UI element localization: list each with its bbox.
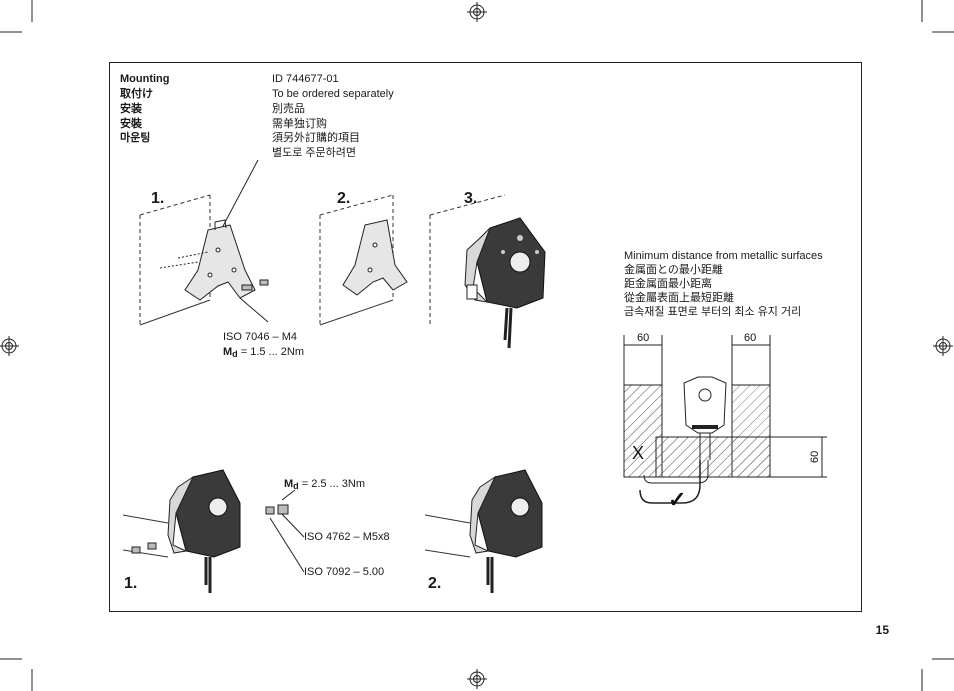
distance-zh-cn: 距金属面最小距离 xyxy=(624,278,712,290)
registration-mark-left xyxy=(0,336,19,356)
registration-mark-bottom xyxy=(467,669,487,689)
detail-ja: 別売品 xyxy=(272,103,305,115)
detail-zh-cn: 需单独订购 xyxy=(272,118,327,130)
torque-top: Md = 1.5 ... 2Nm xyxy=(223,346,305,359)
registration-mark-right xyxy=(933,336,953,356)
metal-left xyxy=(623,384,663,478)
distance-zh-tw: 從金屬表面上最短距離 xyxy=(624,292,734,304)
label-mounting: Mounting xyxy=(120,73,170,85)
registration-mark-top xyxy=(467,2,487,22)
wrong-mark: X xyxy=(632,443,644,463)
screw-bottom-spec2: ISO 7092 – 5.00 xyxy=(304,566,385,578)
detail-zh-tw: 須另外訂購的項目 xyxy=(272,132,360,144)
detail-en: To be ordered separately xyxy=(272,88,394,100)
distance-ja: 金属面との最小距離 xyxy=(624,264,723,276)
screw-top-spec: ISO 7046 – M4 xyxy=(223,331,297,343)
torque-bottom: Md = 2.5 ... 3Nm xyxy=(284,478,366,491)
label-ko: 마운팅 xyxy=(120,132,151,144)
step-top-1: 1. xyxy=(151,190,165,207)
illustration-step1-bracket xyxy=(139,194,269,326)
dim-left: 60 xyxy=(637,332,649,344)
distance-ko: 금속재질 표면로 부터의 최소 유지 거리 xyxy=(624,306,802,318)
step-bottom-1: 1. xyxy=(124,575,138,592)
illustration-bottom-step1 xyxy=(122,469,289,593)
step-bottom-2: 2. xyxy=(428,575,442,592)
label-zh-cn: 安装 xyxy=(120,103,142,115)
illustration-step3-device xyxy=(429,194,546,349)
detail-ko: 별도로 주문하려면 xyxy=(272,147,357,159)
right-mark: ✓ xyxy=(668,487,686,512)
dim-vertical: 60 xyxy=(809,451,821,463)
screw-bottom-spec1: ISO 4762 – M5x8 xyxy=(304,531,390,543)
detail-id: ID 744677-01 xyxy=(272,73,339,85)
illustration-step2-bracket xyxy=(319,194,408,326)
page-number: 15 xyxy=(875,623,889,637)
distance-diagram: X ✓ 60 60 60 xyxy=(623,332,827,512)
dim-right: 60 xyxy=(744,332,756,344)
distance-en: Minimum distance from metallic surfaces xyxy=(624,250,823,262)
illustration-bottom-step2 xyxy=(424,469,543,593)
content-frame xyxy=(109,62,862,612)
label-ja: 取付け xyxy=(120,88,153,100)
step-top-2: 2. xyxy=(337,190,351,207)
label-zh-tw: 安裝 xyxy=(120,118,142,130)
metal-bottom xyxy=(655,436,771,478)
